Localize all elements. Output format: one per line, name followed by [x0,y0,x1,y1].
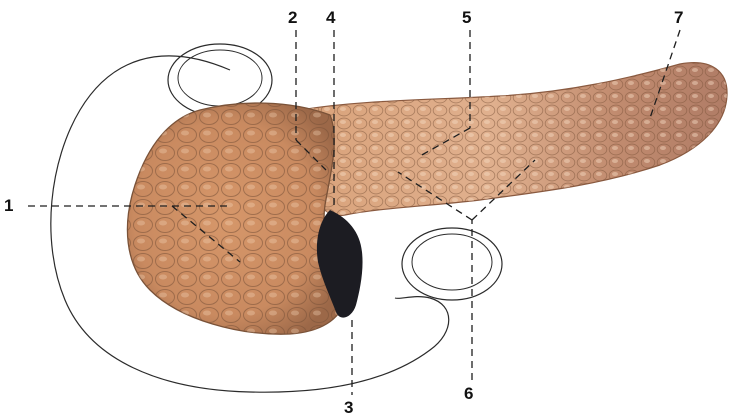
callout-number-7: 7 [674,9,683,26]
vessel-ring-lower [402,228,502,300]
callout-number-2: 2 [288,9,297,26]
callout-number-4: 4 [326,9,335,26]
callout-number-3: 3 [344,399,353,416]
callout-number-5: 5 [462,9,471,26]
callout-number-1: 1 [4,197,13,214]
callout-number-6: 6 [464,385,473,402]
